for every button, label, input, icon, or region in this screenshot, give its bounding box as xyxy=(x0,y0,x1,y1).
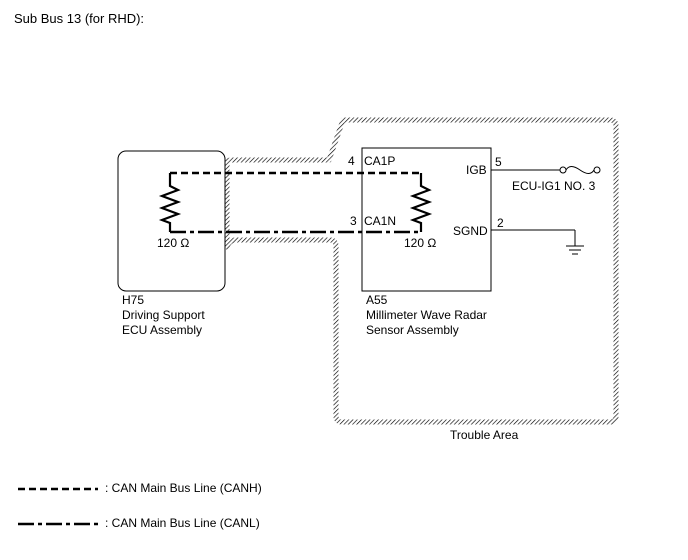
legend-canl-label: : CAN Main Bus Line (CANL) xyxy=(105,516,260,530)
a55-component: 120 Ω 4 CA1P 3 CA1N IGB 5 SGND 2 A55 Mil… xyxy=(348,147,504,337)
legend: : CAN Main Bus Line (CANH) : CAN Main Bu… xyxy=(18,481,262,530)
a55-box xyxy=(361,147,492,292)
ground-icon xyxy=(566,245,584,255)
a55-code: A55 xyxy=(366,293,388,307)
pin-ca1n-label: CA1N xyxy=(364,214,396,228)
trouble-area-boundary xyxy=(224,117,619,425)
legend-canh-label: : CAN Main Bus Line (CANH) xyxy=(105,481,262,495)
pin-sgnd-number: 2 xyxy=(497,216,504,230)
h75-code: H75 xyxy=(122,293,144,307)
h75-name-line1: Driving Support xyxy=(122,308,205,322)
a55-name-line1: Millimeter Wave Radar xyxy=(366,308,487,322)
a55-name-line2: Sensor Assembly xyxy=(366,323,459,337)
fuse-icon xyxy=(565,166,595,174)
pin-ca1p-label: CA1P xyxy=(364,154,395,168)
diagram-title: Sub Bus 13 (for RHD): xyxy=(14,11,144,26)
h75-resistor xyxy=(158,173,182,232)
h75-name-line2: ECU Assembly xyxy=(122,323,202,337)
h75-resistor-value: 120 Ω xyxy=(157,236,189,250)
h75-box xyxy=(117,150,226,292)
igb-circuit xyxy=(491,166,601,174)
sgnd-circuit xyxy=(491,229,584,255)
a55-resistor-value: 120 Ω xyxy=(404,236,436,250)
pin-igb-label: IGB xyxy=(466,163,487,177)
pin-sgnd-label: SGND xyxy=(453,224,488,238)
pin-igb-number: 5 xyxy=(495,155,502,169)
trouble-area-label: Trouble Area xyxy=(450,428,519,442)
fuse-terminal-right xyxy=(593,166,601,174)
h75-component: 120 Ω H75 Driving Support ECU Assembly xyxy=(117,150,226,337)
fuse-terminal-left xyxy=(559,166,567,174)
fuse-label: ECU-IG1 NO. 3 xyxy=(512,179,596,193)
a55-resistor xyxy=(409,173,433,232)
pin-ca1p-number: 4 xyxy=(348,154,355,168)
pin-ca1n-number: 3 xyxy=(350,214,357,228)
